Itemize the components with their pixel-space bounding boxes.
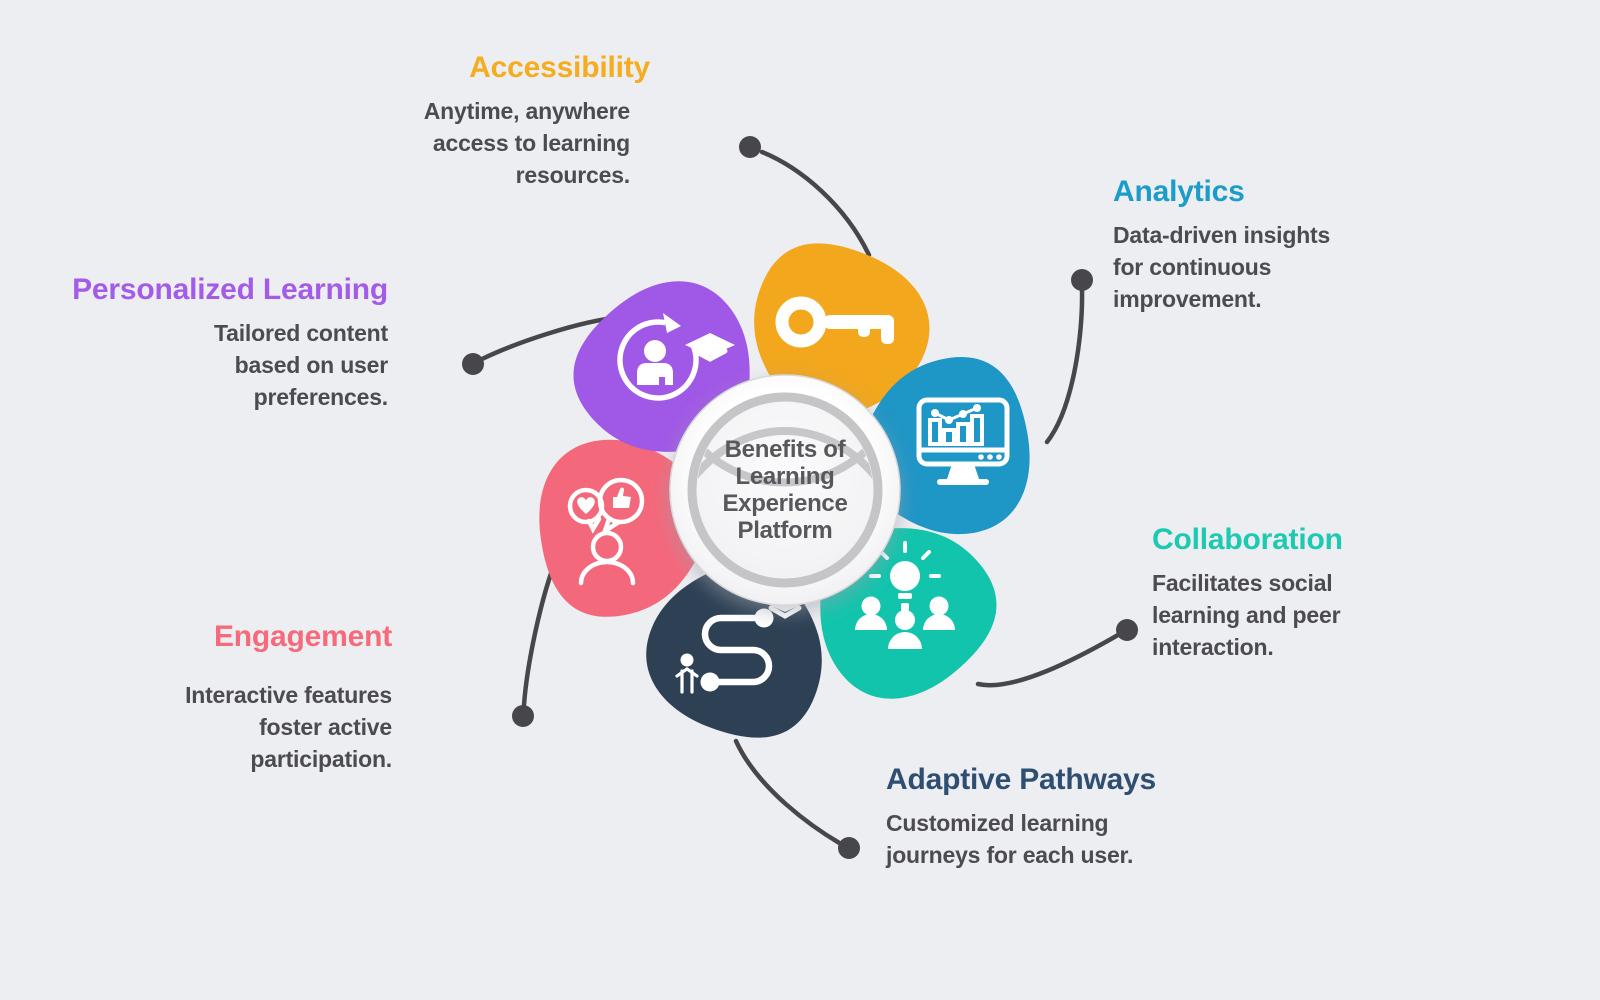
item-analytics: Analytics Data-driven insights for conti… xyxy=(1113,174,1393,316)
item-description-analytics: Data-driven insights for continuous impr… xyxy=(1113,222,1331,313)
connector-dot xyxy=(1071,269,1093,291)
item-description-personalized-learning: Tailored content based on user preferenc… xyxy=(214,320,388,411)
item-title-adaptive-pathways: Adaptive Pathways xyxy=(886,763,1157,796)
item-description-accessibility: Anytime, anywhere access to learning res… xyxy=(423,98,630,189)
item-title-engagement: Engagement xyxy=(213,620,392,653)
analytics-chart-icon xyxy=(916,397,1010,485)
social-feedback-icon xyxy=(567,477,645,586)
item-description-collaboration: Facilitates social learning and peer int… xyxy=(1152,570,1341,661)
connector-dot xyxy=(512,705,534,727)
item-description-adaptive-pathways: Customized learning journeys for each us… xyxy=(886,810,1134,869)
connector-dot xyxy=(1116,619,1138,641)
connector-adaptive-pathways xyxy=(733,738,844,847)
item-adaptive-pathways: Adaptive Pathways Customized learning jo… xyxy=(886,762,1196,871)
connector-collaboration xyxy=(975,632,1121,688)
center-title: Benefits of Learning Experience Platform xyxy=(722,435,848,545)
key-icon xyxy=(775,296,894,348)
item-engagement: Engagement Interactive features foster a… xyxy=(100,619,392,776)
item-description-engagement: Interactive features foster active parti… xyxy=(185,682,392,773)
connector-dot xyxy=(739,136,761,158)
connector-dot xyxy=(838,837,860,859)
item-accessibility: Accessibility Anytime, anywhere access t… xyxy=(340,50,650,192)
connector-accessibility xyxy=(759,149,872,258)
decorative-arcs xyxy=(697,427,873,487)
item-title-accessibility: Accessibility xyxy=(469,51,650,84)
learner-cycle-icon xyxy=(617,313,735,401)
item-title-personalized-learning: Personalized Learning xyxy=(72,273,388,306)
item-title-analytics: Analytics xyxy=(1113,175,1245,208)
connector-dot xyxy=(462,353,484,375)
item-collaboration: Collaboration Facilitates social learnin… xyxy=(1152,522,1412,664)
item-title-collaboration: Collaboration xyxy=(1152,523,1343,556)
center-badge xyxy=(669,374,901,606)
item-personalized-learning: Personalized Learning Tailored content b… xyxy=(55,272,388,414)
learning-path-icon xyxy=(675,592,807,694)
team-brainstorm-icon xyxy=(855,541,955,649)
connector-analytics xyxy=(1044,287,1085,445)
